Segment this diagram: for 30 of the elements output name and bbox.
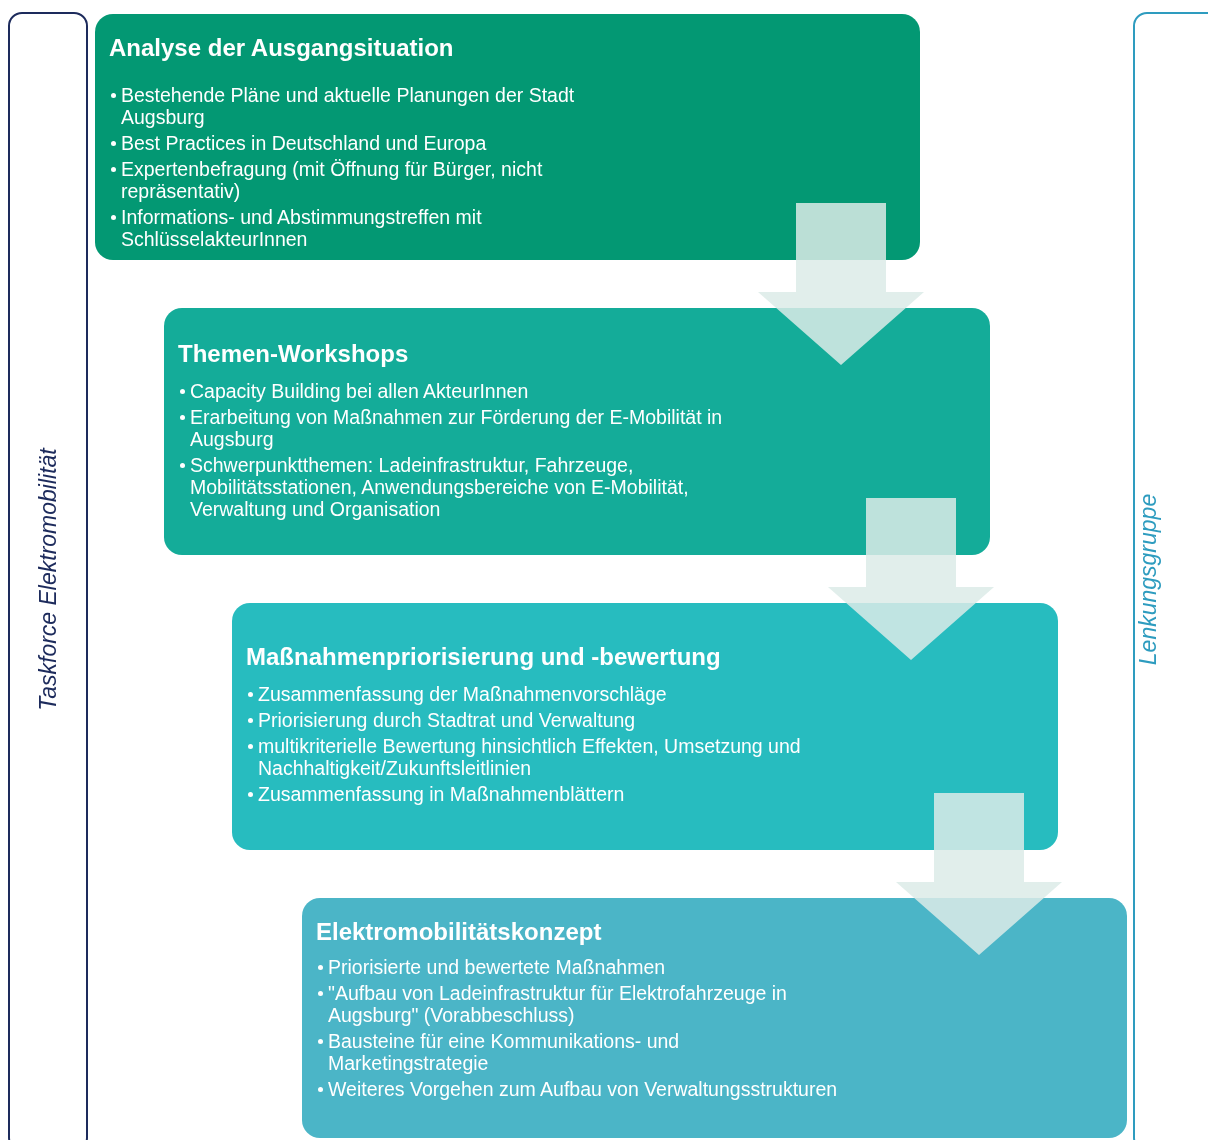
bullet-item: Priorisierte und bewertete Maßnahmen [328, 956, 667, 978]
bullet-item: Zusammenfassung in Maßnahmenblättern [258, 783, 626, 805]
step-heading: Analyse der Ausgangsituation [109, 34, 454, 62]
bullet-item: Priorisierung durch Stadtrat und Verwaltung [258, 709, 637, 731]
bullet-item: "Aufbau von Ladeinfrastruktur für Elektrofahrzeuge in Augsburg" (Vorabbeschluss) [328, 982, 788, 1026]
bullet-item: Informations- und Abstimmungstreffen mit SchlüsselakteurInnen [121, 206, 483, 250]
bullet-item: Expertenbefragung (mit Öffnung für Bürger, nicht repräsentativ) [121, 158, 544, 202]
bullet-item: Bestehende Pläne und aktuelle Planungen der Stadt Augsburg [121, 84, 576, 128]
bullet-item: Capacity Building bei allen AkteurInnen [190, 380, 530, 402]
bullet-item: Zusammenfassung der Maßnahmenvorschläge [258, 683, 668, 705]
vertical-label: Lenkungsgruppe [1134, 493, 1162, 665]
process-box [232, 603, 1058, 850]
block-arrow [828, 498, 994, 660]
process-box [164, 308, 990, 555]
vertical-label: Taskforce Elektromobilität [34, 447, 62, 711]
bullet-item: Erarbeitung von Maßnahmen zur Förderung der E-Mobilität in Augsburg [190, 406, 724, 450]
bullet-item: multikriterielle Bewertung hinsichtlich Effekten, Umsetzung und Nachhaltigkeit/Zukunftsleitlinien [258, 735, 802, 779]
step-heading: Maßnahmenpriorisierung und -bewertung [246, 643, 721, 671]
bullet-item: Weiteres Vorgehen zum Aufbau von Verwaltungsstrukturen [328, 1078, 838, 1100]
bullet-item: Schwerpunktthemen: Ladeinfrastruktur, Fahrzeuge, Mobilitätsstationen, Anwendungsbereiche von E-Mobilität, Verwaltung und Organisation [190, 454, 690, 520]
bullet-item: Bausteine für eine Kommunikations- und Marketingstrategie [328, 1030, 681, 1074]
step-heading: Themen-Workshops [178, 340, 409, 368]
block-arrow [896, 793, 1062, 955]
process-box [302, 898, 1127, 1138]
process-box [95, 14, 920, 260]
block-arrow [758, 203, 924, 365]
side-bracket [1133, 12, 1208, 1140]
step-heading: Elektromobilitätskonzept [316, 918, 602, 946]
side-bracket [8, 12, 88, 1140]
bullet-item: Best Practices in Deutschland und Europa [121, 132, 488, 154]
